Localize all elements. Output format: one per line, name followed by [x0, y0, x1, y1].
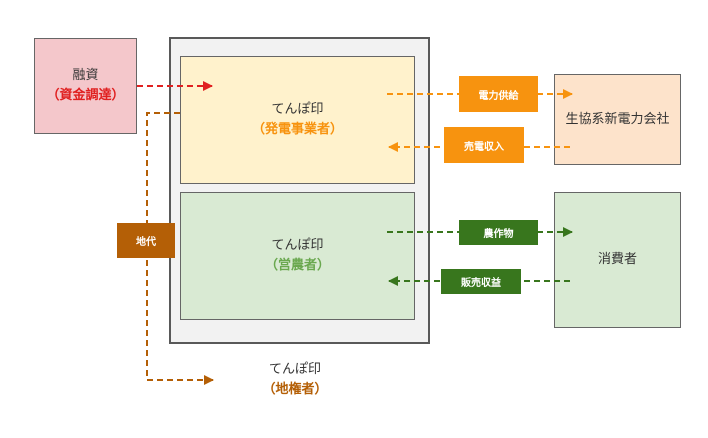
land-rent-tag: 地代 [117, 223, 175, 258]
power-supply-tag: 電力供給 [459, 76, 538, 112]
farm-operator-name: てんぽ印 [271, 238, 324, 253]
farm-operator-box: てんぽ印 （営農者） [180, 192, 415, 320]
power-revenue-tag: 売電収入 [444, 127, 524, 163]
power-producer-role: （発電事業者） [251, 122, 343, 137]
sales-revenue-tag: 販売収益 [441, 269, 521, 294]
landowner-role: （地権者） [262, 382, 328, 397]
finance-label: 融資 [72, 68, 99, 83]
land-rent-arrow [146, 112, 214, 385]
finance-sub-label: （資金調達） [46, 88, 125, 103]
farm-operator-role: （営農者） [264, 258, 330, 273]
power-producer-box: てんぽ印 （発電事業者） [180, 56, 415, 184]
produce-tag: 農作物 [459, 220, 538, 245]
landowner-name: てんぽ印 [268, 362, 321, 377]
consumer-name: 消費者 [597, 252, 637, 267]
utility-name: 生協系新電力会社 [565, 111, 670, 127]
utility-box: 生協系新電力会社 [554, 74, 681, 165]
consumer-box: 消費者 [554, 192, 681, 328]
finance-box: 融資 （資金調達） [34, 38, 137, 134]
landowner-label: てんぽ印 （地権者） [230, 358, 360, 402]
power-producer-name: てんぽ印 [271, 102, 324, 117]
